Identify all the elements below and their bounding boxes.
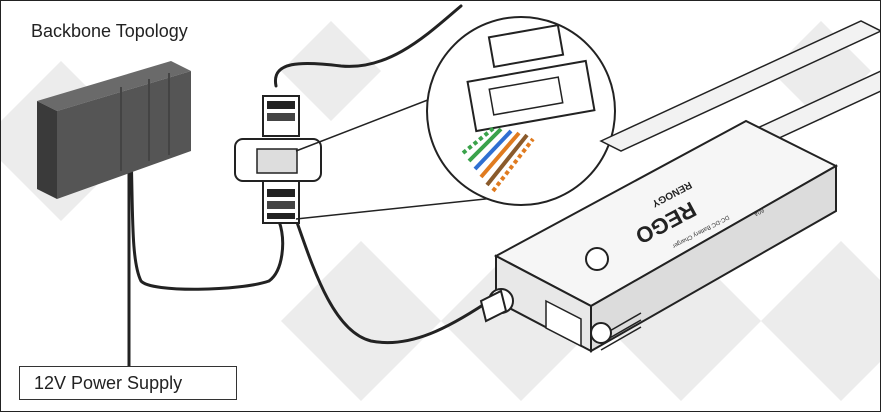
cable-to-charger <box>293 211 486 343</box>
diagram-title: Backbone Topology <box>31 21 188 42</box>
wires <box>129 6 486 369</box>
zoom-callout <box>296 17 615 219</box>
power-supply-label: 12V Power Supply <box>34 373 182 394</box>
display-panel <box>37 61 191 199</box>
cable-to-top <box>275 6 461 86</box>
junction-box <box>235 96 321 223</box>
power-supply-label-box: 12V Power Supply <box>19 366 237 400</box>
